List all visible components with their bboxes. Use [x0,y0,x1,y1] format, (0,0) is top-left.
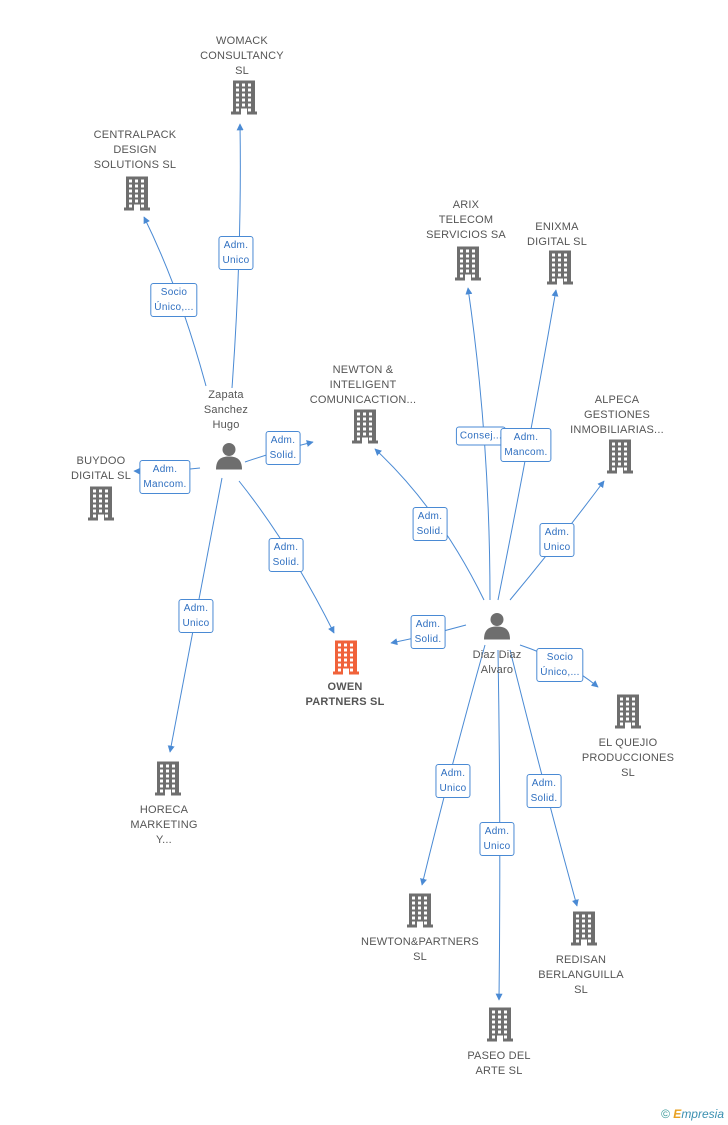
building-icon[interactable] [547,250,573,290]
focus-building-icon[interactable] [333,640,359,680]
building-icon[interactable] [615,694,641,734]
person-icon[interactable] [215,442,243,475]
brand-initial: E [673,1107,682,1121]
company-name-alpeca[interactable]: ALPECA GESTIONES INMOBILIARIAS... [570,394,664,436]
edge-label-diaz-owen[interactable]: Adm. Solid. [410,615,446,649]
edge-label-diaz-alpeca[interactable]: Adm. Unico [539,523,575,557]
building-icon[interactable] [231,80,257,120]
building-icon[interactable] [571,911,597,951]
edge-label-zapata-buydoo[interactable]: Adm. Mancom. [139,460,191,494]
brand-name: mpresia [681,1107,724,1121]
edge-label-diaz-quejio[interactable]: Socio Único,... [536,648,584,682]
edge-label-diaz-newtonint[interactable]: Adm. Solid. [412,507,448,541]
company-name-centralpack[interactable]: CENTRALPACK DESIGN SOLUTIONS SL [93,129,177,171]
building-icon[interactable] [487,1007,513,1047]
company-name-womack[interactable]: WOMACK CONSULTANCY SL [200,35,284,77]
company-name-redisan[interactable]: REDISAN BERLANGUILLA SL [538,954,624,996]
edges-layer [133,123,605,1001]
edge-label-zapata-horeca[interactable]: Adm. Unico [178,599,214,633]
person-name-zapata[interactable]: Zapata Sanchez Hugo [203,389,249,431]
empresia-logo[interactable]: © Empresia [661,1107,724,1121]
company-name-enixma[interactable]: ENIXMA DIGITAL SL [526,221,588,248]
edge-label-diaz-redisan[interactable]: Adm. Solid. [526,774,562,808]
edge-label-diaz-paseo[interactable]: Adm. Unico [479,822,515,856]
company-name-buydoo[interactable]: BUYDOO DIGITAL SL [70,455,132,482]
edge-label-diaz-arix[interactable]: Consej... [455,426,507,446]
edge-label-zapata-owen[interactable]: Adm. Solid. [268,538,304,572]
company-name-newtonint[interactable]: NEWTON & INTELIGENT COMUNICACTION... [309,364,417,406]
company-name-quejio[interactable]: EL QUEJIO PRODUCCIONES SL [581,737,675,779]
edge-label-zapata-newtonint[interactable]: Adm. Solid. [265,431,301,465]
edge-label-diaz-enixma[interactable]: Adm. Mancom. [500,428,552,462]
company-name-newtonpartners[interactable]: NEWTON&PARTNERS SL [361,936,479,963]
company-name-arix[interactable]: ARIX TELECOM SERVICIOS SA [426,199,506,241]
company-name-owen[interactable]: OWEN PARTNERS SL [305,681,385,708]
building-icon[interactable] [607,439,633,479]
company-name-paseo[interactable]: PASEO DEL ARTE SL [467,1050,531,1077]
company-name-horeca[interactable]: HORECA MARKETING Y... [130,804,198,846]
edge-label-zapata-centralpack[interactable]: Socio Único,... [150,283,198,317]
person-icon[interactable] [483,612,511,645]
building-icon[interactable] [407,893,433,933]
person-name-diaz[interactable]: Diaz Diaz Alvaro [472,649,522,676]
building-icon[interactable] [155,761,181,801]
edge-label-diaz-newtonpartners[interactable]: Adm. Unico [435,764,471,798]
building-icon[interactable] [352,409,378,449]
building-icon[interactable] [88,486,114,526]
building-icon[interactable] [455,246,481,286]
building-icon[interactable] [124,176,150,216]
edge-label-zapata-womack[interactable]: Adm. Unico [218,236,254,270]
copyright-symbol: © [661,1107,670,1121]
